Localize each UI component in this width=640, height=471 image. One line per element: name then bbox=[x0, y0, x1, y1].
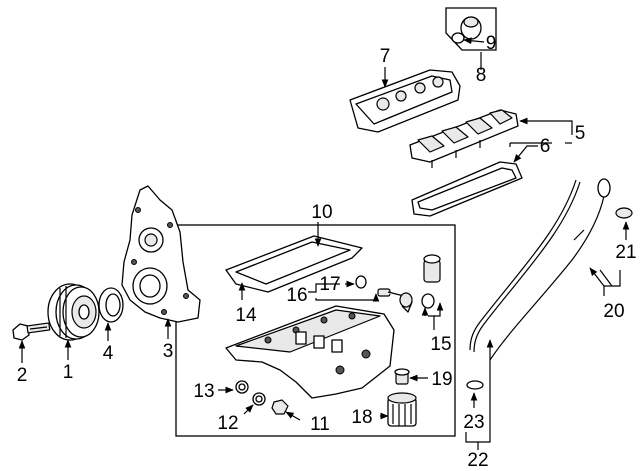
callout-20: 20 bbox=[603, 301, 624, 322]
callout-9: 9 bbox=[486, 33, 497, 54]
part-20-dipstick[interactable] bbox=[489, 178, 611, 361]
oil-pan[interactable] bbox=[225, 305, 395, 399]
part-11-drain-plug[interactable] bbox=[271, 399, 289, 415]
part-1-pulley[interactable] bbox=[47, 283, 100, 341]
part-16-oil-level-sensor[interactable] bbox=[377, 288, 413, 313]
callout-11: 11 bbox=[310, 414, 330, 435]
part-21-seal[interactable] bbox=[615, 207, 633, 219]
callout-3: 3 bbox=[163, 341, 174, 362]
callout-6: 6 bbox=[540, 136, 551, 157]
callout-23: 23 bbox=[463, 412, 484, 433]
callout-4: 4 bbox=[103, 343, 114, 364]
part-12-washer[interactable] bbox=[252, 392, 266, 406]
part-15-oil-filter-adapter[interactable] bbox=[421, 254, 441, 309]
callout-12: 12 bbox=[217, 413, 238, 434]
callout-7: 7 bbox=[380, 46, 391, 67]
callout-14: 14 bbox=[235, 305, 257, 326]
part-7-valve-cover[interactable] bbox=[349, 69, 461, 133]
callout-10: 10 bbox=[311, 202, 332, 223]
part-4-seal[interactable] bbox=[98, 287, 124, 323]
callout-labels: 2 1 4 3 5 6 7 8 9 10 11 12 13 14 15 16 1… bbox=[17, 33, 637, 471]
part-17-o-ring[interactable] bbox=[355, 275, 367, 289]
callout-17: 17 bbox=[319, 274, 340, 295]
part-14-baffle[interactable] bbox=[225, 235, 363, 293]
callout-22: 22 bbox=[467, 450, 488, 471]
part-19-fitting[interactable] bbox=[394, 368, 410, 385]
part-18-oil-filter[interactable] bbox=[387, 392, 417, 427]
part-23-dipstick-tube[interactable] bbox=[466, 179, 585, 390]
callout-16: 16 bbox=[286, 285, 307, 306]
callout-18: 18 bbox=[351, 407, 372, 428]
part-13-washer[interactable] bbox=[235, 380, 249, 394]
callout-15: 15 bbox=[430, 334, 451, 355]
callout-13: 13 bbox=[193, 381, 214, 402]
part-3-timing-cover[interactable] bbox=[121, 185, 201, 323]
oil-pan-group-frame bbox=[175, 224, 456, 437]
part-9-oil-filler-cap[interactable] bbox=[451, 16, 482, 44]
part-6-gasket[interactable] bbox=[411, 161, 523, 217]
callout-2: 2 bbox=[17, 365, 28, 386]
part-8-cap-box bbox=[445, 7, 497, 51]
leader-lines bbox=[18, 37, 630, 450]
part-5-valve-cover-assembly[interactable] bbox=[409, 109, 519, 168]
callout-21: 21 bbox=[615, 242, 636, 263]
callout-5: 5 bbox=[575, 123, 586, 144]
callout-19: 19 bbox=[431, 369, 452, 390]
callout-8: 8 bbox=[476, 65, 487, 86]
part-2-bolt[interactable] bbox=[12, 322, 51, 341]
callout-1: 1 bbox=[63, 362, 74, 383]
